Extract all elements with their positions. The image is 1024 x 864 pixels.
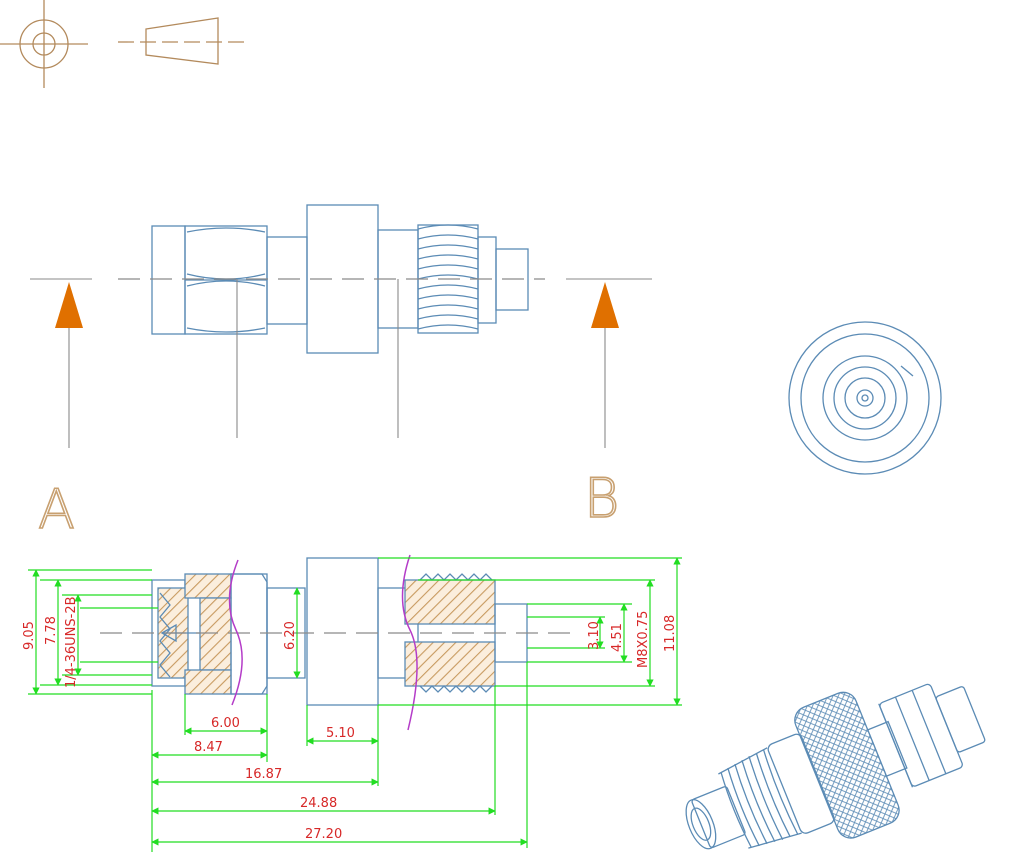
- section-label-b: B: [584, 467, 619, 530]
- dim-4-51: 4.51: [610, 623, 625, 652]
- dim-9-05: 9.05: [22, 621, 37, 650]
- isometric-threads: [718, 747, 802, 849]
- dim-7-78: 7.78: [44, 616, 59, 645]
- dimension-labels: 9.05 7.78 1/4-36UNS-2B 6.20 3.10 4.51 M8…: [22, 596, 678, 842]
- dim-3-10: 3.10: [587, 621, 602, 650]
- dim-6-00: 6.00: [211, 716, 240, 731]
- isometric-view: [685, 683, 986, 850]
- section-view: [100, 554, 580, 731]
- dim-24-88: 24.88: [300, 796, 337, 811]
- end-view: [788, 321, 942, 475]
- dim-5-10: 5.10: [326, 726, 355, 741]
- dim-8-47: 8.47: [194, 740, 223, 755]
- thread-spec-right: M8X0.75: [636, 611, 651, 668]
- section-marker-a: [30, 278, 92, 448]
- section-label-a: A: [38, 478, 75, 541]
- thread-spec-left: 1/4-36UNS-2B: [64, 596, 79, 688]
- dimension-lines: [28, 557, 682, 852]
- projection-symbol: [0, 0, 245, 88]
- section-marker-b: [566, 278, 652, 448]
- dim-6-20: 6.20: [283, 621, 298, 650]
- thread-ridges: [417, 224, 479, 330]
- dim-27-20: 27.20: [305, 827, 342, 842]
- dim-11-08: 11.08: [663, 615, 678, 652]
- side-view: [118, 204, 545, 438]
- dim-16-87: 16.87: [245, 767, 282, 782]
